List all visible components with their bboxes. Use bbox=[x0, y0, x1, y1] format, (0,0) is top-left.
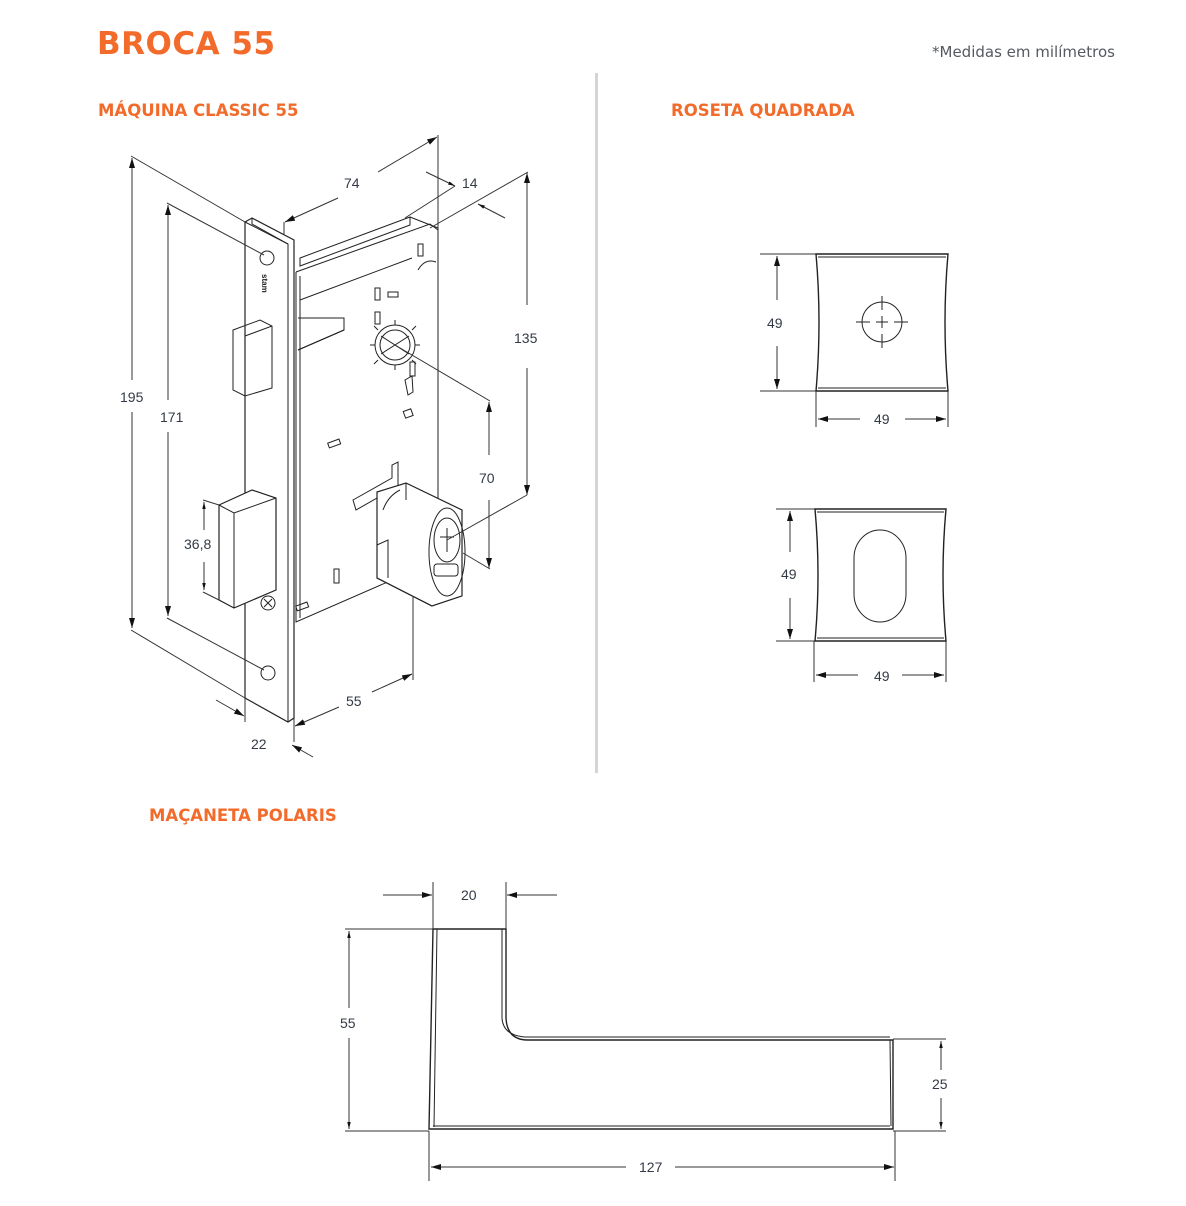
dim-195: 195 bbox=[120, 389, 144, 405]
dim-handle-20: 20 bbox=[461, 887, 477, 903]
dim-22: 22 bbox=[251, 736, 267, 752]
dim-roseta2-width: 49 bbox=[874, 668, 890, 684]
rosette-oval-keyhole-drawing: 49 49 bbox=[776, 508, 947, 684]
dim-roseta2-height: 49 bbox=[781, 566, 797, 582]
page-title: BROCA 55 bbox=[97, 26, 276, 62]
dim-roseta1-height: 49 bbox=[767, 315, 783, 331]
dim-handle-25: 25 bbox=[932, 1076, 948, 1092]
rosette-round-hole-drawing: 49 49 bbox=[760, 253, 949, 427]
section-title-maquina: MÁQUINA CLASSIC 55 bbox=[98, 101, 299, 120]
dim-14: 14 bbox=[462, 175, 478, 191]
dim-74: 74 bbox=[344, 175, 360, 191]
lock-dimensions: 195 171 36,8 74 14 135 70 bbox=[120, 135, 538, 758]
dim-55-backset: 55 bbox=[346, 693, 362, 709]
units-note: *Medidas em milímetros bbox=[932, 43, 1115, 61]
dim-handle-55: 55 bbox=[340, 1015, 356, 1031]
vertical-divider bbox=[595, 73, 598, 773]
dim-70: 70 bbox=[479, 470, 495, 486]
faceplate-brand: stam bbox=[260, 274, 269, 293]
dim-roseta1-width: 49 bbox=[874, 411, 890, 427]
dim-36-8: 36,8 bbox=[184, 536, 211, 552]
section-title-macaneta: MAÇANETA POLARIS bbox=[149, 806, 337, 825]
section-title-roseta: ROSETA QUADRADA bbox=[671, 101, 855, 120]
dim-135: 135 bbox=[514, 330, 538, 346]
dim-171: 171 bbox=[160, 409, 184, 425]
dim-handle-127: 127 bbox=[639, 1159, 663, 1175]
lever-handle-drawing: 20 55 25 127 bbox=[340, 882, 948, 1181]
lock-mechanism-drawing: stam bbox=[218, 216, 466, 723]
